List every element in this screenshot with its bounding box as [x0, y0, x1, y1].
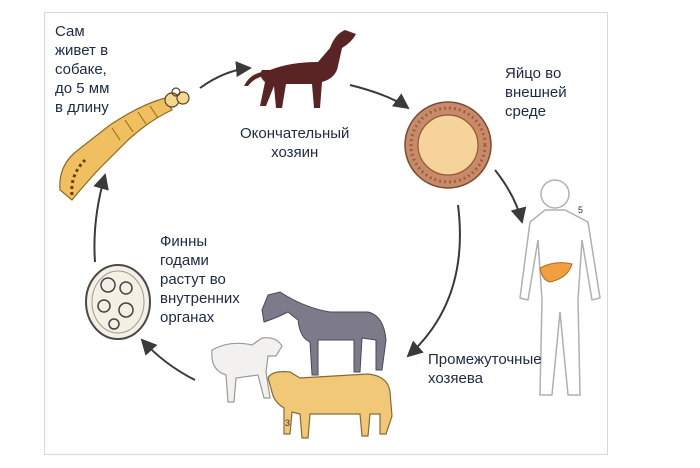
label-adult-worm: Сам живет в собаке, до 5 мм в длину: [55, 23, 110, 116]
label-egg: Яйцо во внешней среде: [505, 65, 567, 120]
arrow-egg-to-human: [494, 169, 527, 224]
egg-icon: [404, 101, 492, 189]
tapeworm-icon: [59, 87, 190, 201]
liver-icon: [539, 262, 573, 283]
cyst-icon: [85, 264, 151, 340]
cow-icon: [267, 371, 393, 439]
label-intermediate-hosts: Промежуточные хозяева: [428, 351, 542, 387]
dog-icon: [244, 30, 356, 108]
arrow-cyst-to-worm: [93, 173, 109, 263]
arrow-egg-to-livestock: [406, 204, 461, 358]
label-final-host: Окончательный хозяин: [240, 125, 350, 161]
horse-icon: [261, 291, 387, 376]
sheep-icon: [211, 337, 283, 403]
tag-livestock-number: 3: [285, 418, 291, 428]
arrow-dog-to-egg: [349, 84, 410, 110]
arrow-worm-to-dog: [199, 61, 252, 89]
human-icon: [519, 179, 601, 396]
tag-human-number: 5: [578, 205, 584, 215]
label-cysts: Финны годами растут во внутренних органа…: [160, 233, 240, 326]
arrow-livestock-to-cyst: [140, 338, 196, 381]
